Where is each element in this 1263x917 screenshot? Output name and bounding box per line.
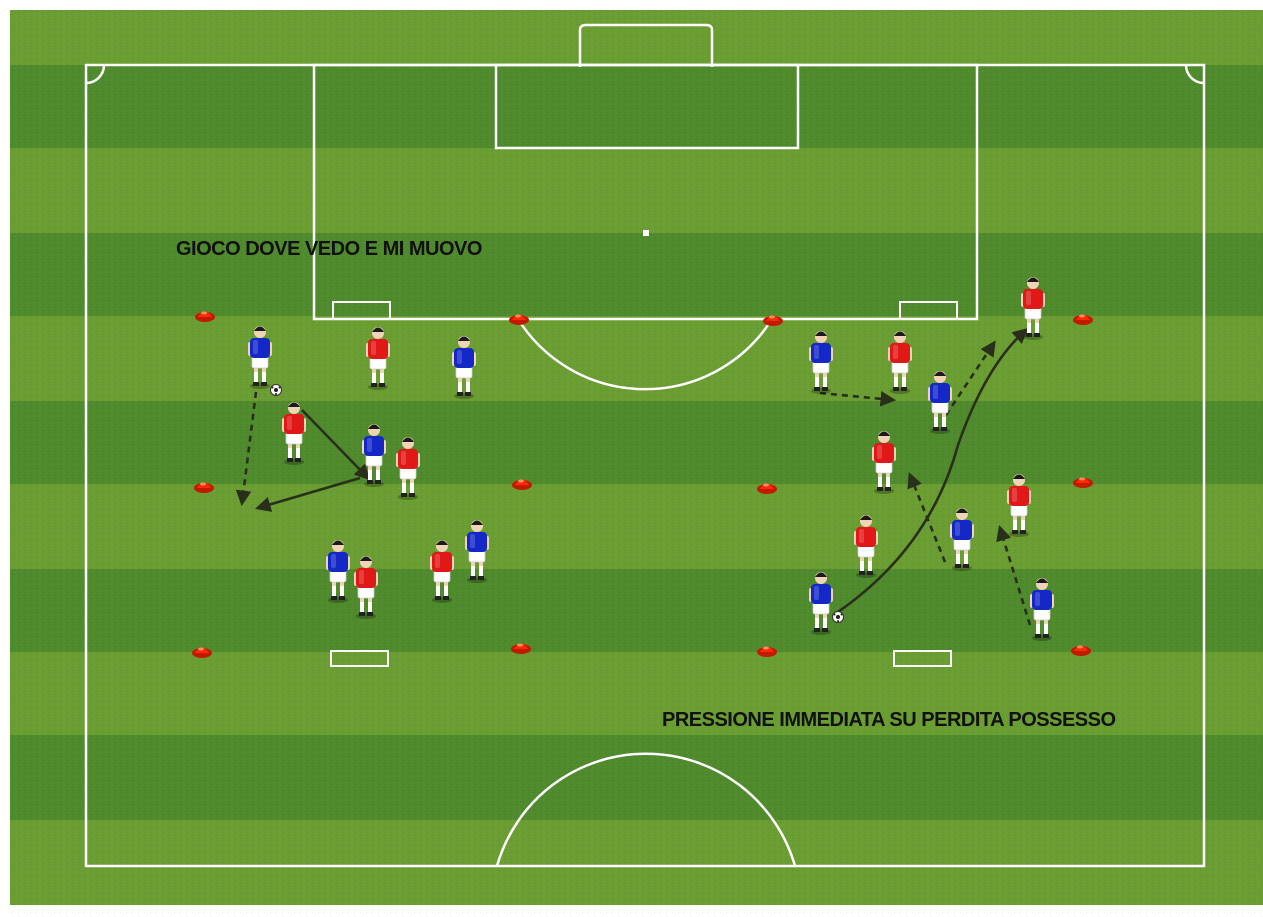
- cone-icon: [1071, 645, 1091, 656]
- player-red-icon: [872, 431, 896, 494]
- cone-icon: [195, 311, 215, 322]
- player-blue-icon: [248, 326, 272, 389]
- cone-icon: [511, 643, 531, 654]
- arrow-icon: [235, 391, 258, 507]
- player-blue-icon: [326, 540, 350, 603]
- arrow-icon: [255, 476, 361, 512]
- arrow-icon: [996, 525, 1032, 626]
- goal: [578, 23, 714, 67]
- player-red-icon: [366, 327, 390, 390]
- arrow-icon: [819, 391, 897, 407]
- balls: [270, 384, 844, 623]
- movement-arrows: [235, 327, 1032, 626]
- player-red-icon: [1007, 474, 1031, 537]
- cone-icon: [757, 646, 777, 657]
- cones: [192, 311, 1093, 658]
- player-blue-icon: [809, 331, 833, 394]
- player-red-icon: [854, 515, 878, 578]
- player-red-icon: [282, 402, 306, 465]
- player-blue-icon: [928, 371, 952, 434]
- player-red-icon: [396, 437, 420, 500]
- cone-icon: [509, 314, 529, 325]
- arrow-icon: [944, 340, 996, 416]
- penalty-spot: [643, 230, 649, 236]
- penalty-arc: [516, 318, 774, 391]
- arrow-icon: [907, 472, 947, 563]
- mini-goal: [899, 301, 958, 320]
- cone-icon: [1073, 477, 1093, 488]
- cone-icon: [757, 483, 777, 494]
- cone-icon: [1073, 314, 1093, 325]
- player-red-icon: [888, 331, 912, 394]
- cone-icon: [763, 315, 783, 326]
- player-blue-icon: [1030, 578, 1054, 641]
- cone-icon: [512, 479, 532, 490]
- arrow-icon: [301, 409, 371, 481]
- player-blue-icon: [465, 520, 489, 583]
- player-red-icon: [354, 556, 378, 619]
- corner-arc-right: [1184, 64, 1205, 85]
- cone-icon: [192, 647, 212, 658]
- player-red-icon: [1021, 277, 1045, 340]
- player-blue-icon: [809, 572, 833, 635]
- ball-icon: [832, 611, 844, 623]
- arrow-icon: [837, 327, 1029, 614]
- player-red-icon: [430, 540, 454, 603]
- right-drill-label: PRESSIONE IMMEDIATA SU PERDITA POSSESSO: [662, 709, 1116, 731]
- player-blue-icon: [362, 424, 386, 487]
- center-circle-arc: [495, 752, 797, 867]
- ball-icon: [270, 384, 282, 396]
- mini-goal: [893, 650, 952, 667]
- mini-goal: [330, 650, 389, 667]
- goal-area: [494, 63, 800, 150]
- corner-arc-left: [85, 64, 106, 85]
- pitch-markings: [84, 23, 1206, 868]
- player-blue-icon: [452, 336, 476, 399]
- player-blue-icon: [950, 508, 974, 571]
- left-drill-label: GIOCO DOVE VEDO E MI MUOVO: [176, 238, 482, 260]
- mini-goal: [332, 301, 391, 320]
- players: [248, 277, 1054, 641]
- cone-icon: [194, 482, 214, 493]
